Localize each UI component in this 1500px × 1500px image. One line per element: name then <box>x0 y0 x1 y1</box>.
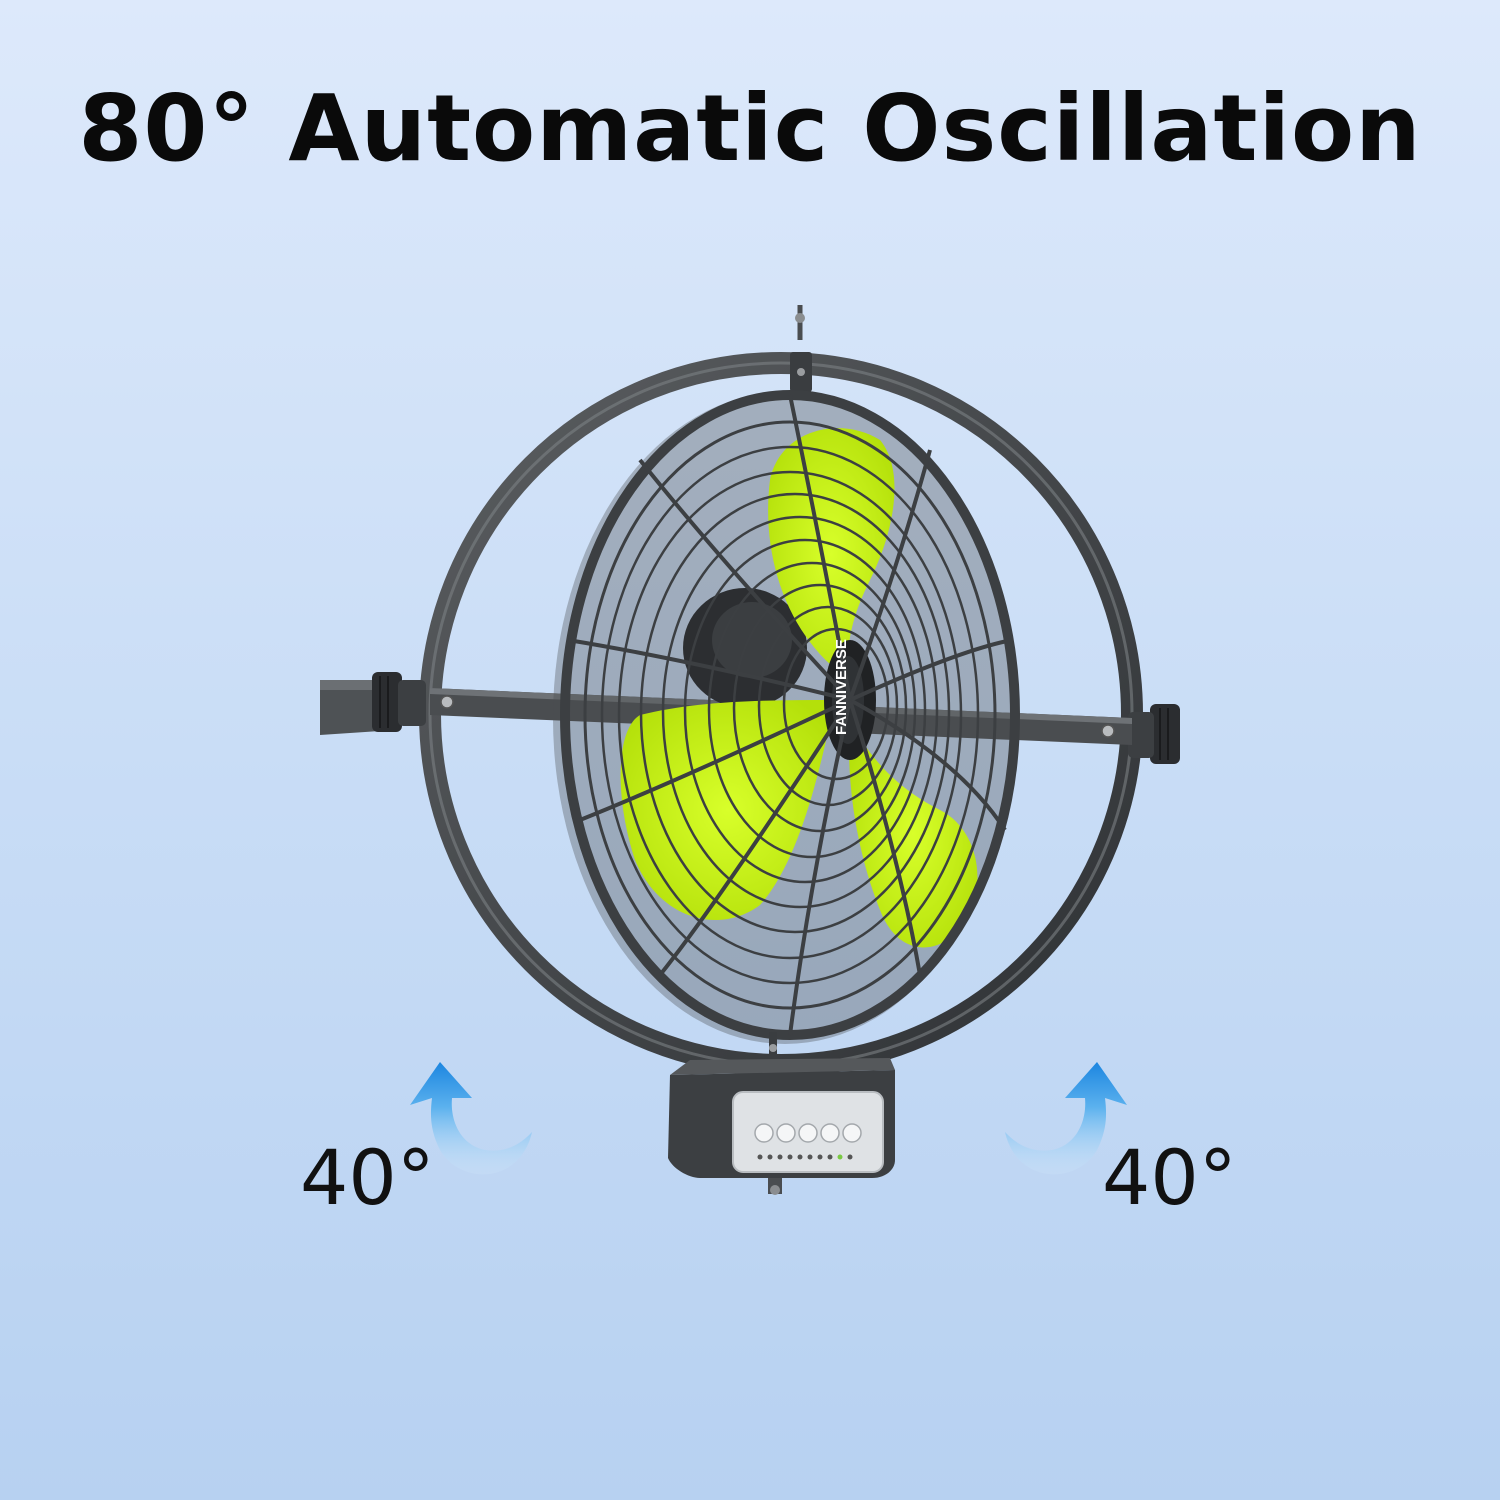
right-rotation-arrow <box>1005 1062 1127 1175</box>
left-knob <box>372 672 426 732</box>
left-rotation-arrow <box>410 1062 532 1175</box>
control-buttons <box>754 1123 862 1143</box>
right-angle-label: 40° <box>1102 1133 1237 1222</box>
brand-label: FANNIVERSE <box>833 639 850 735</box>
fan-cage-grill <box>560 390 1020 1040</box>
top-bracket-tab <box>790 352 812 392</box>
left-angle-label: 40° <box>300 1133 435 1222</box>
headline-title: 80° Automatic Oscillation <box>78 75 1422 182</box>
control-box <box>668 1058 895 1195</box>
top-mount-bolt <box>795 305 805 340</box>
right-knob <box>1128 704 1180 764</box>
indicator-leds <box>757 1154 853 1160</box>
